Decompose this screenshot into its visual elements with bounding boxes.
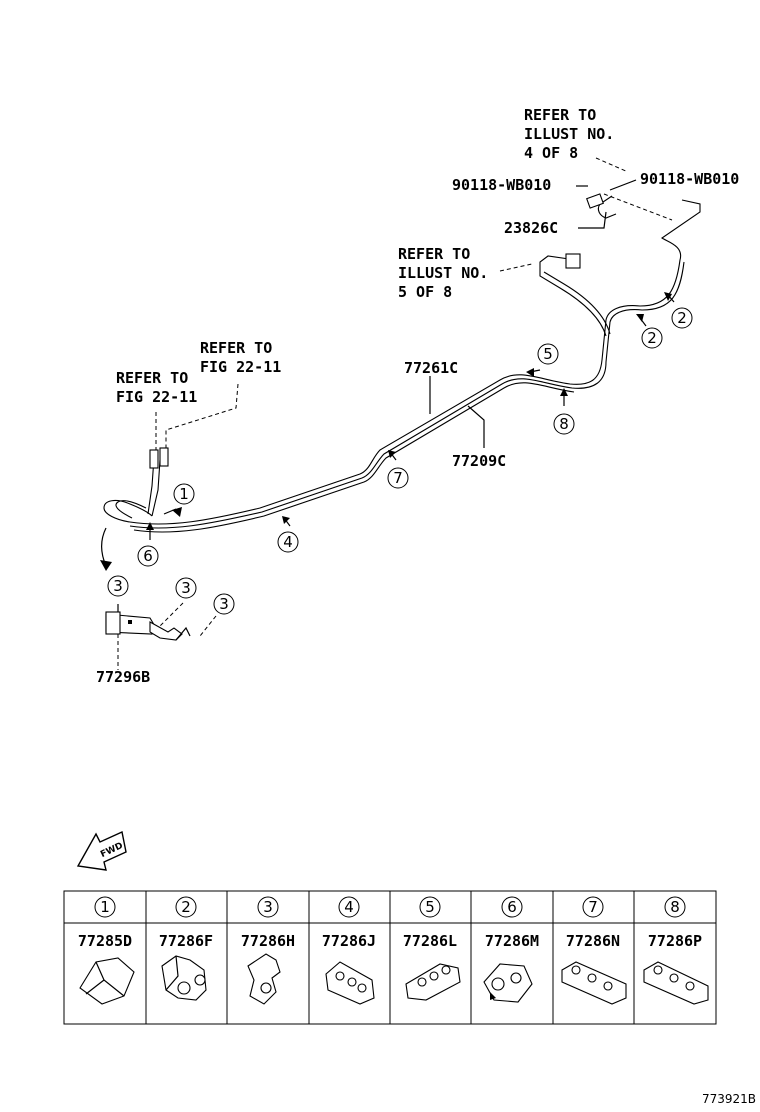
svg-text:5: 5: [543, 345, 553, 363]
detail-bracket-77296b: [105, 611, 191, 641]
svg-text:2: 2: [677, 309, 687, 327]
callout-5: 5: [537, 343, 559, 365]
part-label-90118-right: 90118-WB010: [640, 170, 739, 188]
legend-part-7: 77286N: [566, 932, 620, 950]
callout-3b: 3: [175, 577, 197, 599]
legend-number-8: 8: [664, 896, 686, 918]
refer-note-illust-4: REFER TO ILLUST NO. 4 OF 8: [524, 106, 614, 162]
clamp-sketch-1: [79, 957, 135, 1005]
legend-number-5: 5: [419, 896, 441, 918]
callout-1: 1: [173, 483, 195, 505]
svg-text:5 OF 8: 5 OF 8: [398, 283, 452, 301]
clamp-sketch-4: [325, 961, 375, 1005]
clamp-sketch-8: [643, 961, 709, 1005]
svg-text:ILLUST NO.: ILLUST NO.: [398, 264, 488, 282]
svg-text:1: 1: [179, 485, 189, 503]
svg-text:FIG 22-11: FIG 22-11: [116, 388, 197, 406]
callout-4: 4: [277, 531, 299, 553]
svg-text:REFER TO: REFER TO: [116, 369, 188, 387]
svg-text:7: 7: [393, 469, 403, 487]
part-label-77296b: 77296B: [96, 668, 150, 686]
refer-note-fig-a: REFER TO FIG 22-11: [200, 339, 281, 376]
svg-text:REFER TO: REFER TO: [524, 106, 596, 124]
clamp-legend-table: 1 2 3 4 5 6 7 8 77285D 77286F 77286H 772…: [63, 890, 717, 1025]
svg-text:2: 2: [181, 898, 191, 916]
tube-assembly: [103, 193, 701, 533]
legend-number-3: 3: [257, 896, 279, 918]
detail-arrow: [100, 527, 107, 567]
leader-lines: [117, 157, 673, 670]
legend-part-1: 77285D: [78, 932, 132, 950]
callout-3a: 3: [107, 575, 129, 597]
clamp-sketch-3: [247, 953, 281, 1005]
legend-part-6: 77286M: [485, 932, 539, 950]
figure-id: 773921B: [702, 1092, 756, 1106]
svg-text:4: 4: [344, 898, 354, 916]
svg-text:3: 3: [113, 577, 123, 595]
callout-8: 8: [553, 413, 575, 435]
part-label-77261c: 77261C: [404, 359, 458, 377]
svg-text:6: 6: [507, 898, 517, 916]
legend-part-3: 77286H: [241, 932, 295, 950]
refer-note-illust-5: REFER TO ILLUST NO. 5 OF 8: [398, 245, 488, 301]
callout-7: 7: [387, 467, 409, 489]
clamp-sketch-7: [561, 961, 627, 1005]
callout-2a: 2: [641, 327, 663, 349]
detail-arrowhead: [100, 560, 112, 571]
legend-part-5: 77286L: [403, 932, 457, 950]
svg-text:3: 3: [181, 579, 191, 597]
legend-part-2: 77286F: [159, 932, 213, 950]
svg-text:REFER TO: REFER TO: [398, 245, 470, 263]
callout-2b: 2: [671, 307, 693, 329]
part-label-23826c: 23826C: [504, 219, 558, 237]
callout-3c: 3: [213, 593, 235, 615]
legend-number-4: 4: [338, 896, 360, 918]
refer-note-fig-b: REFER TO FIG 22-11: [116, 369, 197, 406]
svg-text:3: 3: [219, 595, 229, 613]
svg-text:5: 5: [425, 898, 435, 916]
fwd-arrow-icon: FWD: [76, 830, 127, 871]
svg-text:7: 7: [588, 898, 598, 916]
clamp-sketch-5: [405, 963, 461, 1001]
part-label-90118-left: 90118-WB010: [452, 176, 551, 194]
legend-number-1: 1: [94, 896, 116, 918]
svg-text:6: 6: [143, 547, 153, 565]
legend-part-8: 77286P: [648, 932, 702, 950]
svg-text:4 OF 8: 4 OF 8: [524, 144, 578, 162]
svg-text:REFER TO: REFER TO: [200, 339, 272, 357]
legend-number-6: 6: [501, 896, 523, 918]
callout-6: 6: [137, 545, 159, 567]
clamp-sketch-6: [483, 963, 533, 1003]
clamp-sketch-2: [161, 955, 207, 1001]
legend-number-7: 7: [582, 896, 604, 918]
svg-text:1: 1: [100, 898, 110, 916]
svg-text:ILLUST NO.: ILLUST NO.: [524, 125, 614, 143]
svg-text:8: 8: [559, 415, 569, 433]
svg-text:2: 2: [647, 329, 657, 347]
legend-number-2: 2: [175, 896, 197, 918]
part-label-77209c: 77209C: [452, 452, 506, 470]
svg-text:8: 8: [670, 898, 680, 916]
legend-part-4: 77286J: [322, 932, 376, 950]
svg-text:FIG 22-11: FIG 22-11: [200, 358, 281, 376]
svg-text:3: 3: [263, 898, 273, 916]
svg-text:4: 4: [283, 533, 293, 551]
clamp-arrows: [146, 292, 675, 540]
